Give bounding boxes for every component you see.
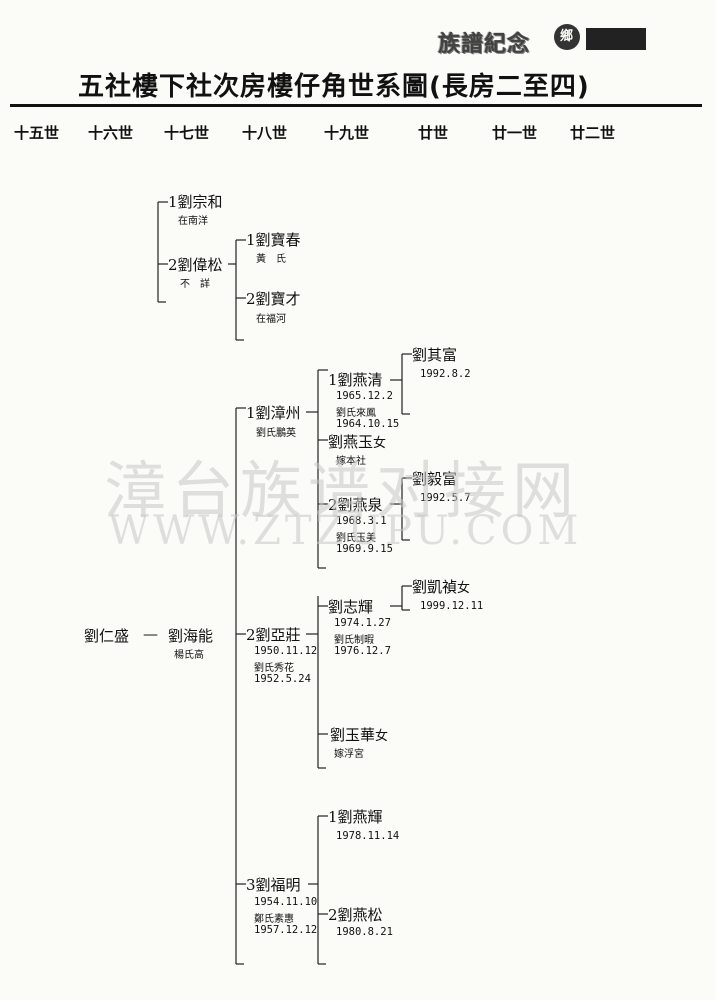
spouse-liu-yan-qing: 劉氏來鳳 [336,408,376,419]
note-liu-yan-yu: 嫁本社 [336,456,366,467]
person-liu-zhang-zhou: 1劉漳州 [246,404,301,422]
person-liu-fu-ming: 3劉福明 [246,876,301,894]
generation-label-17: 十七世 [164,124,210,142]
generation-label-16: 十六世 [88,124,134,142]
spouse-liu-zhi-hui: 劉氏制暇 [334,635,374,646]
seal-icon: 鄉 [554,24,580,50]
person-liu-zhi-hui: 劉志輝 [328,598,374,616]
spouse-liu-ya-zhuang: 劉氏秀花 [254,663,294,674]
spouse-liu-zhang-zhou: 劉氏鵬英 [256,428,296,439]
name-liu-kai-zhen: 劉凱禎 [412,578,458,596]
birth-liu-kai-zhen: 1999.12.11 [420,600,484,612]
birth-liu-ya-zhuang: 1950.11.12 [254,645,318,657]
person-liu-hai-neng: 劉海能 [168,627,214,645]
note-liu-bao-chun: 黃 氏 [256,254,286,265]
generation-connector: — [143,625,158,643]
gender-liu-yu-hua: 女 [375,729,389,744]
note-liu-yu-hua: 嫁浮宮 [334,749,364,760]
person-liu-yan-qing: 1劉燕清 [328,371,383,389]
spouse-birth-liu-fu-ming: 1957.12.12 [254,924,318,936]
person-liu-yan-quan: 2劉燕泉 [328,496,383,514]
person-liu-yan-song: 2劉燕松 [328,906,383,924]
person-liu-ren-sheng: 劉仁盛 [84,627,130,645]
birth-liu-yan-hui: 1978.11.14 [336,830,400,842]
birth-liu-fu-ming: 1954.11.10 [254,896,318,908]
person-liu-yan-hui: 1劉燕輝 [328,808,383,826]
title-underline [10,104,702,107]
gender-liu-kai-zhen: 女 [457,581,471,596]
person-liu-kai-zhen: 劉凱禎女 [412,576,470,597]
note-liu-zong-he: 在南洋 [178,216,208,227]
name-liu-yan-yu: 劉燕玉 [328,433,374,451]
person-liu-zong-he: 1劉宗和 [168,193,223,211]
generation-label-18: 十八世 [242,124,288,142]
note-liu-wei-song: 不 詳 [180,279,210,290]
person-liu-yan-yu: 劉燕玉女 [328,431,386,452]
person-liu-yu-hua: 劉玉華女 [330,724,388,745]
generation-label-22: 廿二世 [570,124,616,142]
spouse-birth-liu-ya-zhuang: 1952.5.24 [254,673,311,685]
birth-liu-yi-fu: 1992.5.7 [420,492,471,504]
page-title: 五社樓下社次房樓仔角世系圖(長房二至四) [78,72,590,102]
person-liu-wei-song: 2劉偉松 [168,256,223,274]
spouse-birth-liu-zhi-hui: 1976.12.7 [334,645,391,657]
birth-liu-yan-qing: 1965.12.2 [336,390,393,402]
header-banner: 族譜紀念 鄉 [438,22,668,57]
birth-liu-zhi-hui: 1974.1.27 [334,617,391,629]
generation-label-15: 十五世 [14,124,60,142]
person-liu-bao-chun: 1劉寶春 [246,231,301,249]
generation-label-21: 廿一世 [492,124,538,142]
note-liu-bao-cai: 在福河 [256,314,286,325]
banner-text: 族譜紀念 [438,32,531,57]
person-liu-ya-zhuang: 2劉亞莊 [246,626,301,644]
birth-liu-yan-song: 1980.8.21 [336,926,393,938]
banner-block [586,28,646,50]
birth-liu-qi-fu: 1992.8.2 [420,368,471,380]
spouse-liu-yan-quan: 劉氏玉美 [336,533,376,544]
spouse-liu-hai-neng: 楊氏高 [174,650,204,661]
birth-liu-yan-quan: 1968.3.1 [336,515,387,527]
spouse-birth-liu-yan-quan: 1969.9.15 [336,543,393,555]
spouse-liu-fu-ming: 鄭氏素惠 [254,914,294,925]
name-liu-yu-hua: 劉玉華 [330,726,376,744]
spouse-birth-liu-yan-qing: 1964.10.15 [336,418,400,430]
person-liu-yi-fu: 劉毅富 [412,470,458,488]
generation-label-20: 廿世 [418,124,449,142]
gender-liu-yan-yu: 女 [373,436,387,451]
person-liu-qi-fu: 劉其富 [412,346,458,364]
generation-label-19: 十九世 [324,124,370,142]
person-liu-bao-cai: 2劉寶才 [246,290,301,308]
